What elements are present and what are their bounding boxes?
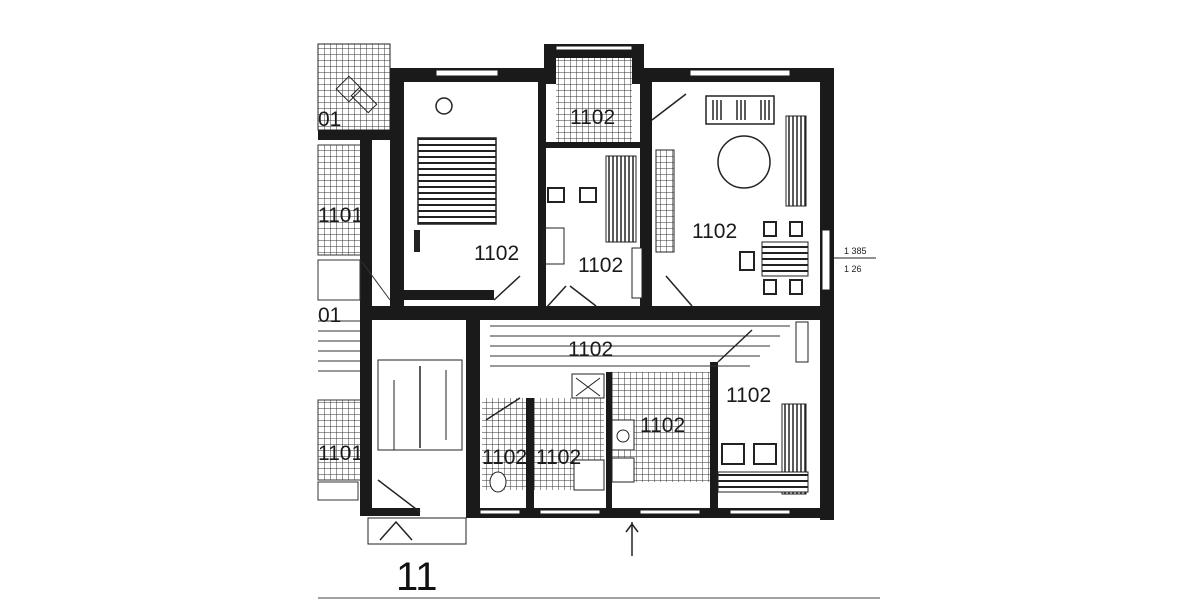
label-storage-top: 1102 — [570, 106, 615, 129]
entrance-arrow — [625, 522, 639, 556]
label-partial-top: 01 — [318, 108, 341, 131]
house-number: 11 — [396, 555, 438, 599]
neighbour-unit-left — [317, 43, 391, 501]
label-partial-lower: 01 — [318, 304, 341, 327]
staircase — [367, 359, 467, 545]
hall-floor — [490, 325, 790, 367]
inner-walls — [404, 82, 718, 512]
label-corridor-small: 1102 — [482, 446, 527, 469]
room-right-furniture — [717, 321, 809, 495]
windows — [435, 45, 831, 515]
wet-rooms — [482, 372, 710, 493]
dimension-upper: 1 385 — [844, 246, 867, 256]
bedroom-furniture — [414, 97, 521, 301]
dimension-note: 1 385 1 26 — [834, 246, 876, 274]
label-living: 1102 — [692, 220, 737, 243]
label-wc: 1102 — [536, 446, 581, 469]
living-furniture — [651, 93, 809, 307]
label-partial-mid-left: 1101 — [318, 204, 363, 227]
dimension-lower: 1 26 — [844, 264, 862, 274]
storage-floor — [556, 58, 632, 142]
bathroom-fixtures — [543, 155, 643, 309]
label-room-right: 1102 — [726, 384, 771, 407]
label-hall: 1102 — [568, 338, 613, 361]
label-partial-bottom-left: 1101 — [318, 442, 363, 465]
label-bedroom: 1102 — [474, 242, 519, 265]
label-kitchen: 1102 — [640, 414, 685, 437]
label-bath: 1102 — [578, 254, 623, 277]
